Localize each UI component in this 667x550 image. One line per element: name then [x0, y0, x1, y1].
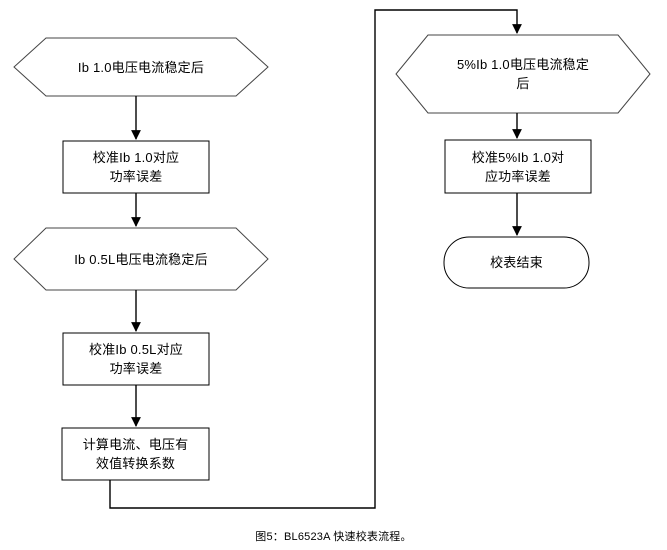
node-shape-stadium-end — [443, 236, 590, 289]
node-shape-hexagon-5pct-ib-1-0-stable — [395, 34, 651, 114]
node-shape-box-calibrate-5pct-ib-1-0 — [444, 139, 592, 194]
node-shape-hexagon-ib-1-0-stable — [13, 37, 269, 97]
node-shape-box-compute-rms-coefficients — [61, 427, 210, 481]
edge-box3-to-hex3-routed — [109, 9, 522, 509]
node-shape-hexagon-ib-0-5l-stable — [13, 227, 269, 291]
figure-caption: 图5：BL6523A 快速校表流程。 — [255, 531, 412, 543]
node-shape-box-calibrate-ib-0-5l — [62, 332, 210, 386]
node-shape-box-calibrate-ib-1-0 — [62, 140, 210, 194]
